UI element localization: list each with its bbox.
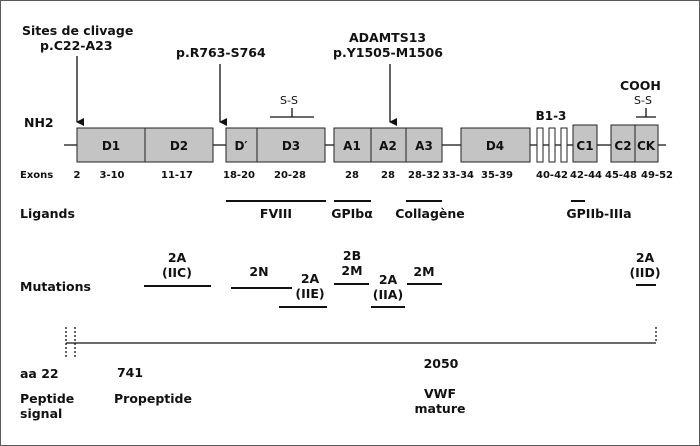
- domain-ck: [634, 124, 659, 163]
- exon-range: 42-44: [570, 170, 602, 181]
- region-signal-peptide-line2: signal: [20, 406, 62, 421]
- ligands-label: Ligands: [20, 206, 75, 221]
- exon-range: 11-17: [161, 170, 193, 181]
- mutation-2a-iie-line1: 2A: [301, 271, 320, 286]
- mutation-2a-iie-line2: (IIE): [295, 286, 324, 301]
- domain-label-a1: A1: [343, 139, 361, 153]
- mutation-2n: 2N: [249, 264, 268, 279]
- exon-range: 49-52: [641, 170, 673, 181]
- domain-c2: [610, 124, 636, 163]
- ligand-gpiba: GPIbα: [331, 206, 373, 221]
- domain-d3: [256, 127, 326, 163]
- mutation-2b-2m-line2: 2M: [341, 263, 362, 278]
- exon-range: 28: [345, 170, 359, 181]
- exon-range: 33-34: [442, 170, 474, 181]
- domain-b2: [548, 127, 556, 163]
- exon-range: 40-42: [536, 170, 568, 181]
- mutations-label: Mutations: [20, 279, 91, 294]
- domain-a2: [370, 127, 407, 163]
- cleavage-site-3-line1: ADAMTS13: [349, 30, 426, 45]
- domain-label-d2: D2: [170, 139, 188, 153]
- ligand-fviii: FVIII: [260, 206, 292, 221]
- exon-range: 20-28: [274, 170, 306, 181]
- mutation-2a-iic-line1: 2A: [168, 250, 187, 265]
- domain-label-c2: C2: [614, 139, 631, 153]
- mutation-2b-2m-line1: 2B: [343, 248, 361, 263]
- mutation-2a-iia-line2: (IIA): [373, 287, 403, 302]
- mutation-2m: 2M: [413, 264, 434, 279]
- position-741: 741: [117, 365, 143, 380]
- domain-label-d3: D3: [282, 139, 300, 153]
- exon-range: 35-39: [481, 170, 513, 181]
- exon-range: 3-10: [99, 170, 124, 181]
- domain-d1: [76, 127, 146, 163]
- region-mature-line2: mature: [415, 401, 466, 416]
- domain-d4: [460, 127, 531, 163]
- cleavage-site-2-label: p.R763-S764: [176, 45, 266, 60]
- ligand-collagen: Collagène: [395, 206, 465, 221]
- cleavage-site-1-line2: p.C22-A23: [40, 38, 113, 53]
- exon-range: 18-20: [223, 170, 255, 181]
- domain-b3: [560, 127, 568, 163]
- domain-label-a3: A3: [415, 139, 433, 153]
- domain-label-c1: C1: [576, 139, 593, 153]
- ligand-gpiib-iiia: GPIIb-IIIa: [566, 206, 631, 221]
- mutation-2a-iia-line1: 2A: [379, 272, 398, 287]
- mutation-2a-iid-line2: (IID): [629, 265, 660, 280]
- cleavage-site-3-line2: p.Y1505-M1506: [333, 45, 443, 60]
- domain-label-a2: A2: [379, 139, 397, 153]
- domain-label-d-prime: D′: [234, 139, 247, 153]
- mutation-2a-iid-line1: 2A: [636, 250, 655, 265]
- disulfide-label-ck: S-S: [634, 94, 652, 107]
- domain-label-d4: D4: [486, 139, 504, 153]
- exon-range: 28-32: [408, 170, 440, 181]
- domain-label-d1: D1: [102, 139, 120, 153]
- cleavage-site-1-line1: Sites de clivage: [22, 23, 133, 38]
- region-mature-line1: VWF: [424, 386, 456, 401]
- region-signal-peptide-line1: Peptide: [20, 391, 74, 406]
- domain-c1: [572, 124, 598, 163]
- domain-a1: [333, 127, 372, 163]
- domain-d2: [144, 127, 214, 163]
- domain-a3: [405, 127, 443, 163]
- exon-range: 28: [381, 170, 395, 181]
- n-terminus-label: NH2: [24, 115, 54, 130]
- domain-b1: [536, 127, 544, 163]
- region-propeptide: Propeptide: [114, 391, 192, 406]
- domain-label-b1-3: B1-3: [536, 109, 567, 123]
- exon-range: 45-48: [605, 170, 637, 181]
- c-terminus-label: COOH: [620, 78, 661, 93]
- disulfide-label-d3: S-S: [280, 94, 298, 107]
- domain-label-ck: CK: [637, 139, 656, 153]
- position-2050: 2050: [424, 356, 459, 371]
- mutation-2a-iic-line2: (IIC): [162, 265, 192, 280]
- exons-label: Exons: [20, 170, 53, 181]
- position-aa-22: aa 22: [20, 366, 59, 381]
- exon-range: 2: [74, 170, 81, 181]
